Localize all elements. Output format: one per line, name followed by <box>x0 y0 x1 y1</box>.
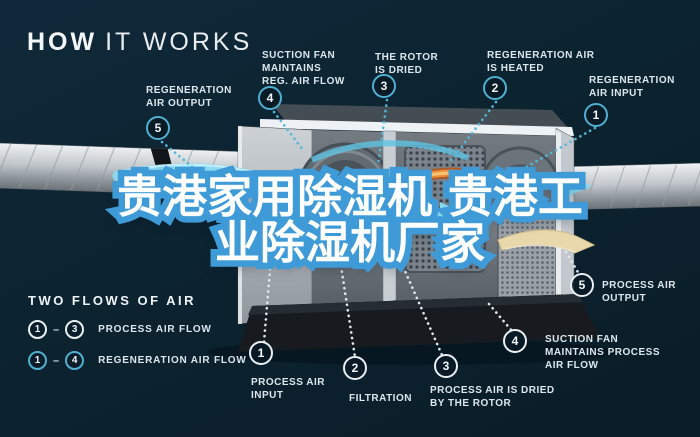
leader-filtration <box>339 264 357 359</box>
badge-suction-reg-4: 4 <box>258 86 282 110</box>
label-rotor-is-dried: THE ROTOR IS DRIED <box>375 52 439 77</box>
badge-process-dried-3: 3 <box>434 354 458 378</box>
watermark-line1: 贵港家用除湿机 贵港工 <box>117 170 583 223</box>
leader-suction-process <box>487 302 514 333</box>
legend-badge-to: 3 <box>65 320 85 339</box>
leader-process-dried <box>399 260 444 357</box>
legend-row-process: 1 – 3 PROCESS AIR FLOW <box>28 320 247 339</box>
badge-filtration-2: 2 <box>343 356 367 380</box>
legend-row-regeneration: 1 – 4 REGENERATION AIR FLOW <box>28 351 247 370</box>
label-suction-fan-reg: SUCTION FAN MAINTAINS REG. AIR FLOW <box>262 50 345 88</box>
badge-rotor-dried-3: 3 <box>372 74 396 98</box>
label-process-air-dried: PROCESS AIR IS DRIED BY THE ROTOR <box>430 385 555 410</box>
leader-rotor-dried <box>376 98 389 168</box>
watermark-outline: 贵港家用除湿机 贵港工 业除湿机厂家 <box>0 167 700 272</box>
watermark-line2-outline: 业除湿机厂家 <box>208 213 491 272</box>
watermark-text: 贵港家用除湿机 贵港工 业除湿机厂家 <box>0 174 700 266</box>
cabinet-right-edge <box>556 130 561 303</box>
process-airflow-ribbon <box>112 163 444 222</box>
title-primary: HOW <box>27 28 98 56</box>
airflow-arrows <box>112 140 596 254</box>
legend-badge-from: 1 <box>28 351 47 370</box>
label-suction-fan-process: SUCTION FAN MAINTAINS PROCESS AIR FLOW <box>545 334 660 372</box>
badge-process-output-5: 5 <box>570 273 594 297</box>
label-process-air-input: PROCESS AIR INPUT <box>251 377 326 402</box>
label-process-air-output: PROCESS AIR OUTPUT <box>602 280 677 305</box>
leader-suction-reg <box>272 110 305 152</box>
regen-exit-ribbon <box>465 179 577 201</box>
watermark-line1-outline: 贵港家用除湿机 贵港工 <box>111 167 590 226</box>
label-regeneration-air-heated: REGENERATION AIR IS HEATED <box>487 50 595 75</box>
badge-regen-input-1: 1 <box>584 103 608 127</box>
leader-regen-output <box>160 140 198 172</box>
leader-regen-input <box>505 126 597 180</box>
right-duct <box>551 162 700 211</box>
legend-title: TWO FLOWS OF AIR <box>28 293 197 308</box>
legend-label-regeneration: REGENERATION AIR FLOW <box>98 355 247 366</box>
legend: TWO FLOWS OF AIR 1 – 3 PROCESS AIR FLOW … <box>28 293 247 382</box>
badge-regen-heated-2: 2 <box>483 76 507 100</box>
title-secondary: IT WORKS <box>105 28 253 56</box>
cabinet-top-rim <box>260 119 574 136</box>
legend-label-process: PROCESS AIR FLOW <box>98 324 212 335</box>
badge-suction-process-4: 4 <box>503 329 527 353</box>
legend-badge-to: 4 <box>65 351 85 370</box>
legend-dash: – <box>53 354 60 367</box>
label-regeneration-air-output: REGENERATION AIR OUTPUT <box>146 85 232 110</box>
badge-process-input-1: 1 <box>249 341 273 365</box>
arrowhead-right <box>440 202 464 224</box>
leader-lines <box>160 98 597 359</box>
label-filtration: FILTRATION <box>349 393 412 404</box>
arrowhead-duct <box>568 176 592 196</box>
legend-badge-from: 1 <box>28 320 47 339</box>
watermark-line2: 业除湿机厂家 <box>214 215 485 269</box>
cabinet-base-lip <box>248 294 583 315</box>
label-regeneration-air-input: REGENERATION AIR INPUT <box>589 75 675 100</box>
legend-dash: – <box>53 323 60 336</box>
leader-process-output <box>564 250 581 276</box>
regen-airflow-arc <box>310 140 470 163</box>
badge-regen-output-5: 5 <box>146 116 170 140</box>
